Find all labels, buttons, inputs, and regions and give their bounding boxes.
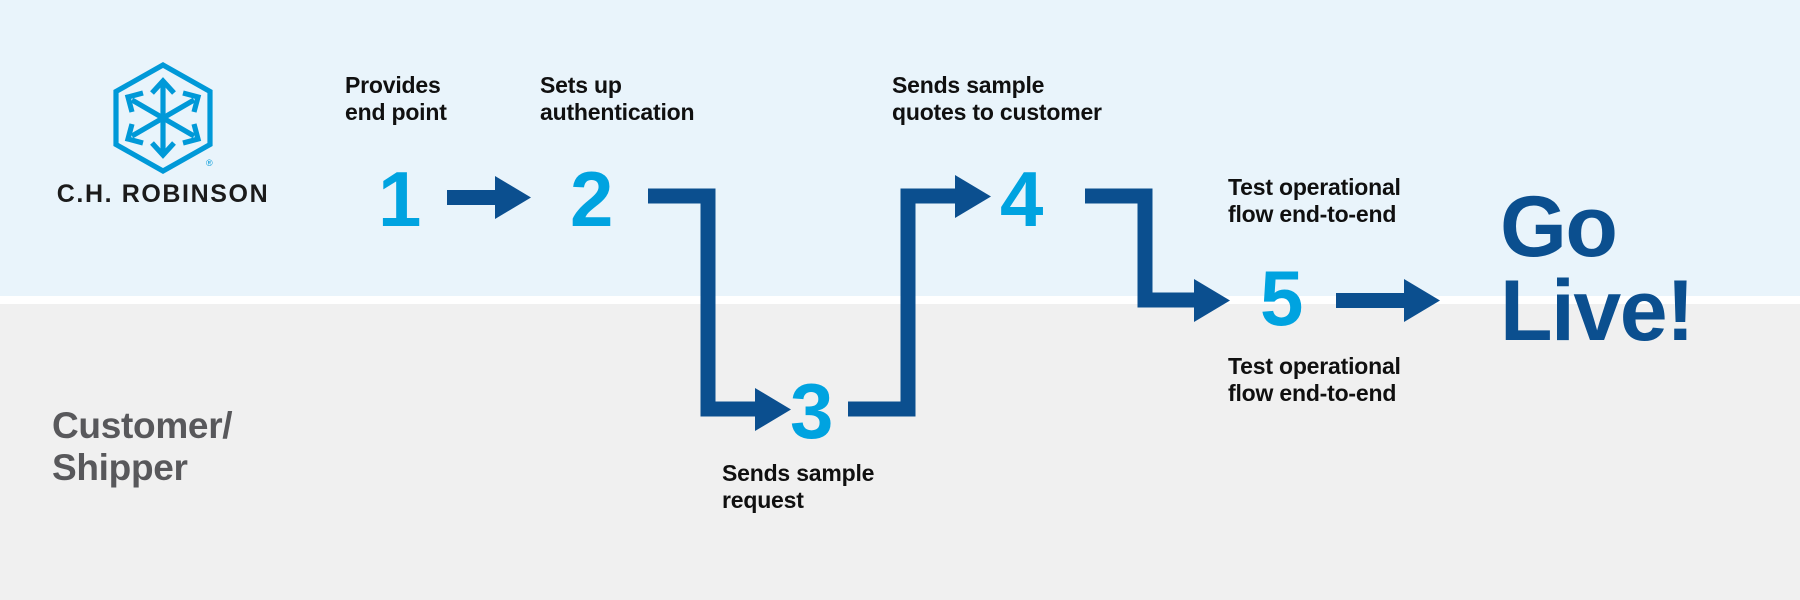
step-1-number: 1 (378, 155, 421, 243)
brand-logo-block: ® C.H. ROBINSON (48, 62, 278, 207)
step-3-number: 3 (790, 367, 833, 455)
step-5-number: 5 (1260, 254, 1303, 342)
step-5-caption-below: Test operational flow end-to-end (1228, 353, 1401, 406)
step-4-caption: Sends sample quotes to customer (892, 72, 1102, 125)
go-live-label: Go Live! (1500, 179, 1695, 360)
step-2-caption: Sets up authentication (540, 72, 695, 125)
registered-mark-icon: ® (206, 158, 213, 168)
step-5-caption-above: Test operational flow end-to-end (1228, 174, 1401, 227)
brand-wordmark: C.H. ROBINSON (56, 180, 270, 208)
step-1-caption: Provides end point (345, 72, 447, 125)
step-2-number: 2 (570, 155, 613, 243)
ch-robinson-hexagon-arrows-logo-icon: ® (113, 62, 213, 174)
step-3-caption: Sends sample request (722, 460, 875, 513)
step-4-number: 4 (1000, 155, 1043, 243)
lane-label-customer-shipper: Customer/ Shipper (52, 405, 233, 488)
